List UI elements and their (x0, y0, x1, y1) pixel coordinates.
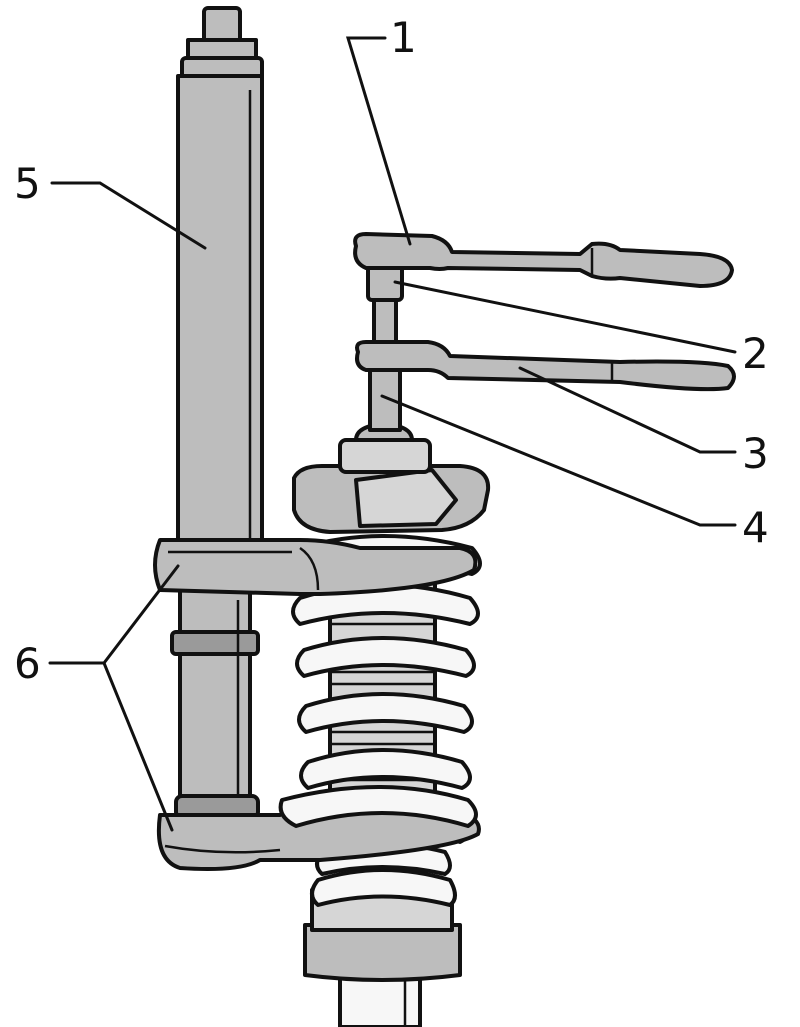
upper-clamp-arm (153, 538, 478, 596)
spindle-column (170, 6, 264, 812)
upper-wrench (353, 232, 734, 288)
callout-2: 2 (742, 329, 769, 378)
lower-clamp-arm (156, 785, 481, 871)
callout-5: 5 (14, 159, 41, 208)
top-spring-plate (292, 422, 491, 534)
callout-1: 1 (390, 13, 417, 62)
callout-4: 4 (742, 503, 769, 552)
lower-wrench (355, 340, 736, 392)
callout-labels: 1 2 3 4 5 6 (14, 13, 769, 688)
callout-6: 6 (14, 639, 41, 688)
leader-lines (48, 36, 737, 832)
shock-absorber-body (303, 888, 462, 1027)
callout-3: 3 (742, 429, 769, 478)
